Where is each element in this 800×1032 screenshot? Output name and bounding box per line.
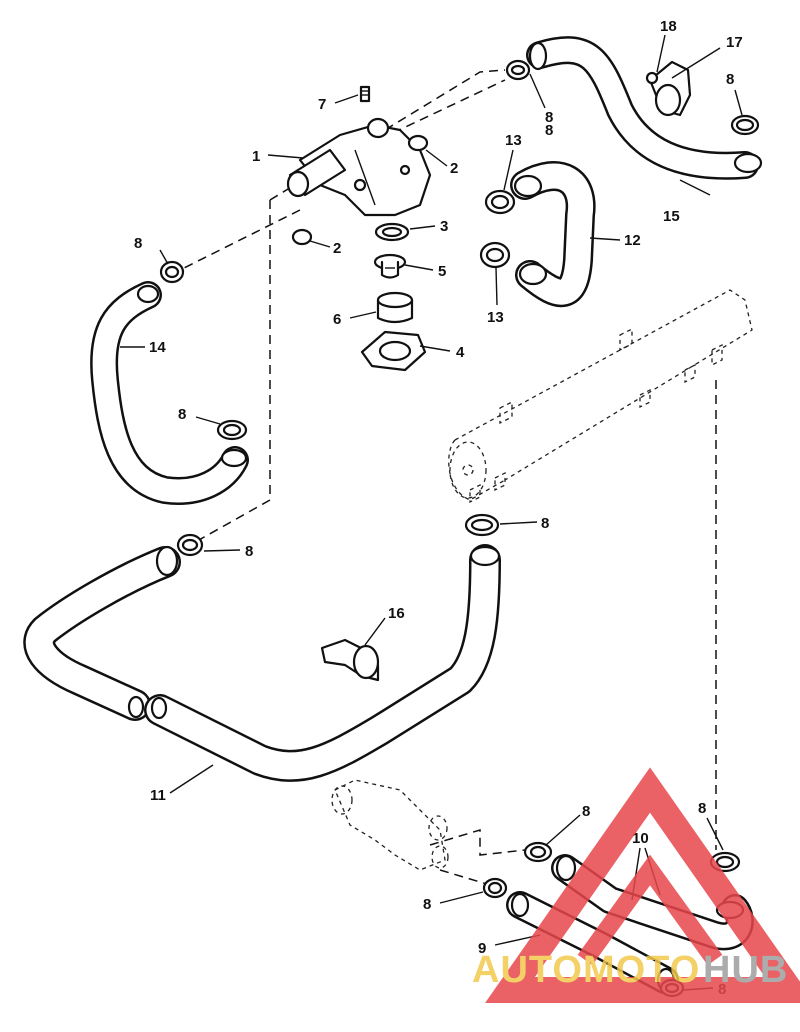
clamp-bottom-2 bbox=[482, 877, 508, 899]
callout-8-k: 8 bbox=[545, 122, 553, 139]
plug-2-lower bbox=[291, 228, 313, 246]
clamp-hose-11 bbox=[176, 533, 204, 557]
callout-10: 10 bbox=[632, 830, 649, 847]
seal-3 bbox=[374, 222, 410, 242]
clamp-13-lower bbox=[479, 241, 511, 269]
hose-15 bbox=[526, 36, 763, 180]
callout-2b: 2 bbox=[333, 240, 341, 257]
callout-8-g: 8 bbox=[582, 803, 590, 820]
callout-7: 7 bbox=[318, 96, 326, 113]
plug-2-upper bbox=[407, 134, 429, 152]
callout-1: 1 bbox=[252, 148, 260, 165]
hose-11 bbox=[23, 544, 501, 782]
clamp-top-center bbox=[505, 59, 531, 81]
callout-18: 18 bbox=[660, 18, 677, 35]
callout-13a: 13 bbox=[505, 132, 522, 149]
manifold bbox=[448, 289, 753, 504]
callout-3: 3 bbox=[440, 218, 448, 235]
nut-18 bbox=[645, 71, 659, 85]
sleeve-6 bbox=[376, 291, 414, 324]
clip-17 bbox=[648, 60, 692, 117]
callout-16: 16 bbox=[388, 605, 405, 622]
clamp-manifold bbox=[464, 513, 500, 537]
callout-9: 9 bbox=[478, 940, 486, 957]
callout-2a: 2 bbox=[450, 160, 458, 177]
callout-8-h: 8 bbox=[698, 800, 706, 817]
callout-8-e: 8 bbox=[245, 543, 253, 560]
callout-6: 6 bbox=[333, 311, 341, 328]
callout-8-c: 8 bbox=[134, 235, 142, 252]
callout-12: 12 bbox=[624, 232, 641, 249]
clamp-bottom-1 bbox=[523, 841, 553, 863]
thermostat-housing bbox=[286, 117, 432, 217]
clamp-left-lower bbox=[216, 419, 248, 441]
assembly-lines bbox=[179, 69, 717, 886]
hose-clamps bbox=[159, 59, 760, 998]
clamp-13-upper bbox=[484, 189, 516, 215]
gasket-4 bbox=[360, 330, 427, 372]
callouts: 1 2 2 3 4 5 6 7 8 8 8 8 8 8 8 8 8 8 8 9 … bbox=[134, 18, 743, 998]
callout-17: 17 bbox=[726, 34, 743, 51]
leader-lines bbox=[120, 34, 743, 991]
watermark-text-2: HUB bbox=[703, 949, 788, 991]
thermostat-5 bbox=[373, 253, 407, 279]
pump bbox=[331, 779, 449, 871]
clamp-top-right bbox=[730, 114, 760, 136]
callout-5: 5 bbox=[438, 263, 446, 280]
callout-15: 15 bbox=[663, 208, 680, 225]
clamp-left-upper bbox=[159, 260, 185, 284]
callout-8-b: 8 bbox=[726, 71, 734, 88]
watermark: AUTOMOTO HUB bbox=[472, 767, 800, 1003]
hose-14 bbox=[90, 281, 249, 505]
callout-8-d: 8 bbox=[178, 406, 186, 423]
clip-16 bbox=[320, 638, 380, 682]
callout-8-f: 8 bbox=[541, 515, 549, 532]
watermark-inner-triangle bbox=[577, 854, 723, 966]
watermark-text-1: AUTOMOTO bbox=[472, 949, 700, 991]
callout-4: 4 bbox=[456, 344, 465, 361]
callout-8-a: 8 bbox=[545, 109, 553, 126]
callout-14: 14 bbox=[149, 339, 166, 356]
callout-8-i: 8 bbox=[423, 896, 431, 913]
callout-11: 11 bbox=[150, 787, 166, 804]
hose-12 bbox=[510, 161, 596, 308]
bolt-7 bbox=[359, 85, 371, 103]
watermark-triangle bbox=[485, 767, 800, 1003]
callout-13b: 13 bbox=[487, 309, 504, 326]
